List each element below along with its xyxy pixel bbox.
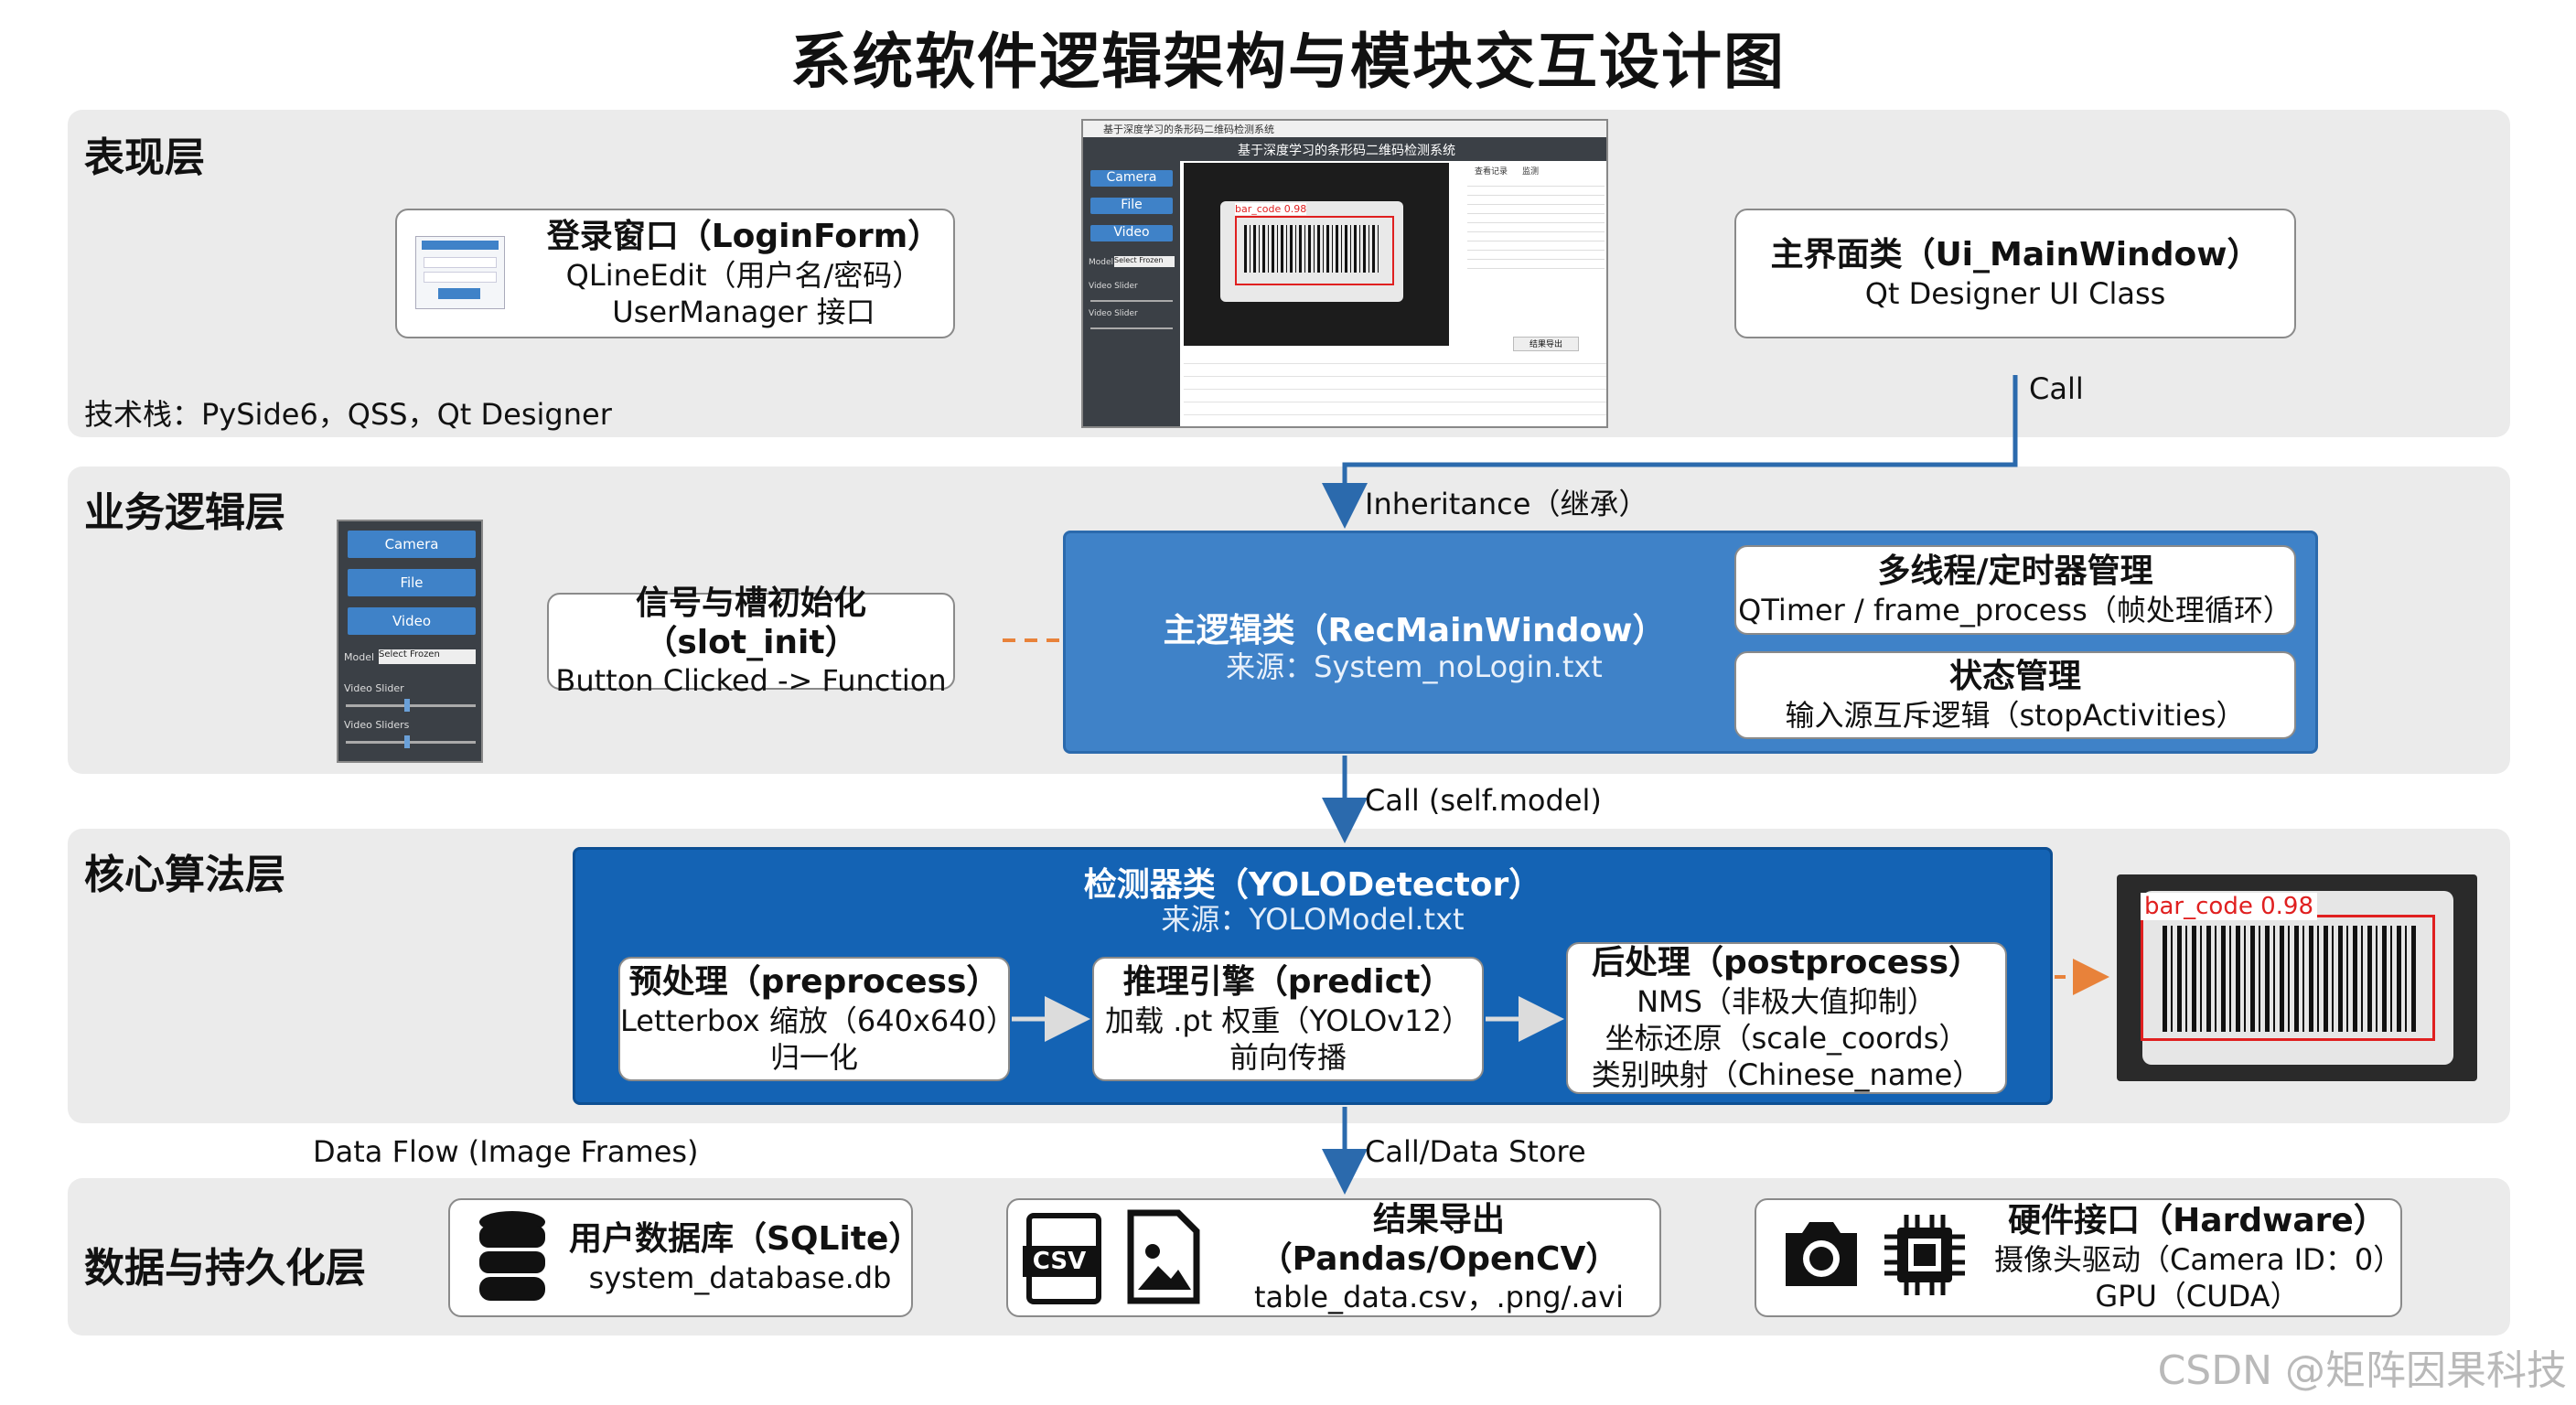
- call-model-label: Call (self.model): [1365, 783, 1602, 818]
- csdn-watermark: CSDN @矩阵因果科技: [2158, 1337, 2567, 1396]
- call-label: Call: [2029, 371, 2084, 406]
- call-store-label: Call/Data Store: [1365, 1134, 1586, 1169]
- inheritance-label: Inheritance（继承）: [1365, 481, 1648, 523]
- data-flow-label: Data Flow (Image Frames): [313, 1134, 699, 1169]
